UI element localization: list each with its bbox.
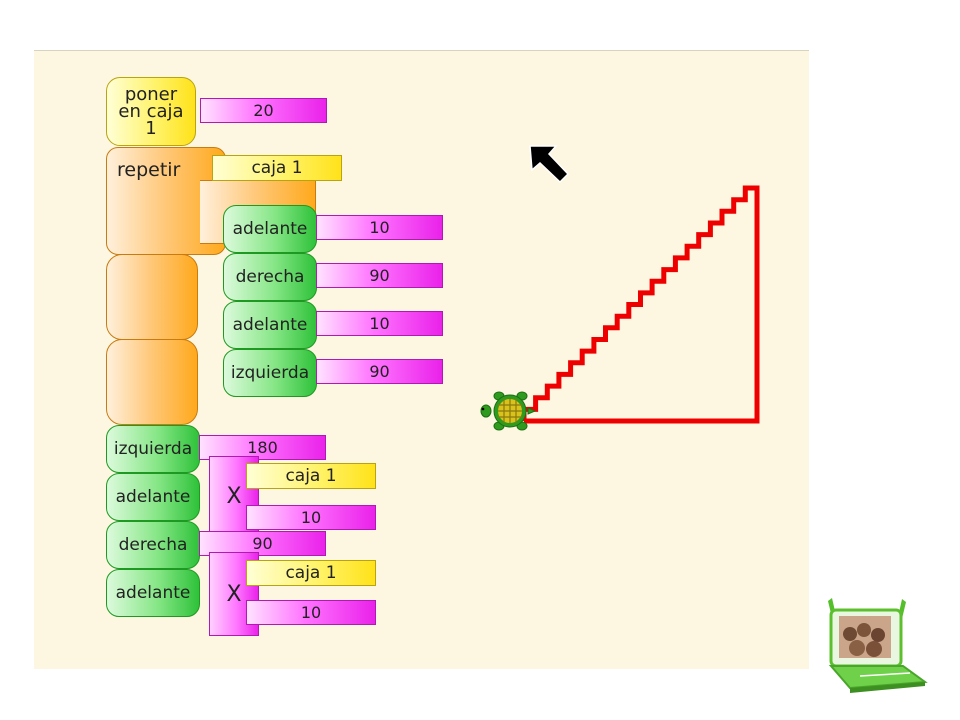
forward-label: adelante	[232, 315, 308, 335]
repeat-count-block[interactable]: caja 1	[212, 155, 342, 181]
left-turn-value-block[interactable]: 90	[316, 359, 443, 384]
box-reference-label: caja 1	[285, 563, 337, 583]
left-turn-label: izquierda	[113, 439, 193, 459]
left-turn-block[interactable]: izquierda	[106, 425, 200, 473]
repeat-count: caja 1	[251, 158, 303, 178]
left-turn-value-block[interactable]: 180	[199, 435, 326, 460]
multiply-operator: X	[226, 581, 242, 607]
forward-value: 10	[369, 218, 390, 237]
right-turn-value: 90	[369, 266, 390, 285]
forward-value: 10	[369, 314, 390, 333]
box-reference-label: caja 1	[285, 466, 337, 486]
left-turn-value: 180	[247, 438, 278, 457]
repeat-label: repetir	[117, 159, 181, 181]
forward-block[interactable]: adelante	[223, 205, 317, 253]
right-turn-value-block[interactable]: 90	[316, 263, 443, 288]
box-reference-block[interactable]: caja 1	[246, 463, 376, 489]
forward-block[interactable]: adelante	[106, 569, 200, 617]
forward-label: adelante	[115, 583, 191, 603]
store-value: 20	[253, 101, 274, 120]
repeat-body-segment	[106, 254, 198, 340]
multiply-operand: 10	[300, 603, 322, 622]
multiply-operator: X	[226, 483, 242, 509]
box-reference-block[interactable]: caja 1	[246, 560, 376, 586]
store-value-block[interactable]: 20	[200, 98, 327, 123]
right-turn-block[interactable]: derecha	[223, 253, 317, 301]
forward-label: adelante	[115, 487, 191, 507]
repeat-body-segment	[106, 339, 198, 425]
left-turn-label: izquierda	[230, 363, 310, 383]
forward-value-block[interactable]: 10	[316, 215, 443, 240]
right-turn-label: derecha	[118, 535, 188, 555]
right-turn-block[interactable]: derecha	[106, 521, 200, 569]
multiply-operand-block[interactable]: 10	[246, 505, 376, 530]
forward-block[interactable]: adelante	[106, 473, 200, 521]
forward-block[interactable]: adelante	[223, 301, 317, 349]
left-turn-value: 90	[369, 362, 390, 381]
store-in-box-label: poner en caja 1	[118, 84, 184, 139]
multiply-operand-block[interactable]: 10	[246, 600, 376, 625]
right-turn-value-block[interactable]: 90	[199, 531, 326, 556]
forward-value-block[interactable]: 10	[316, 311, 443, 336]
multiply-operand: 10	[300, 508, 322, 527]
forward-label: adelante	[232, 219, 308, 239]
right-turn-value: 90	[252, 534, 273, 553]
left-turn-block[interactable]: izquierda	[223, 349, 317, 397]
right-turn-label: derecha	[235, 267, 305, 287]
xo-laptop-logo	[828, 598, 928, 693]
store-in-box-block[interactable]: poner en caja 1	[106, 77, 196, 146]
